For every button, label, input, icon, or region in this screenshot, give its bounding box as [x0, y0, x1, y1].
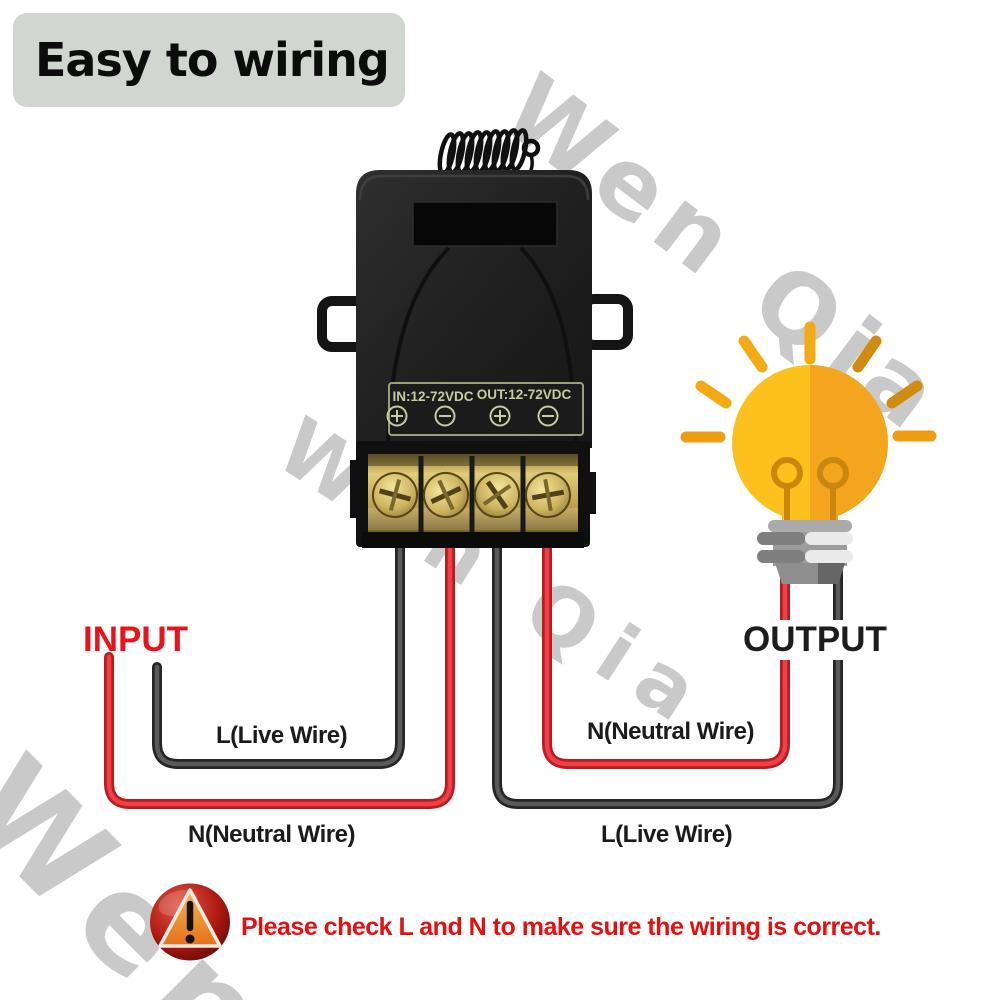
wires: [104, 535, 843, 809]
rating-plate: IN:12-72VDC OUT:12-72VDC: [386, 382, 584, 436]
title-badge: Easy to wiring: [13, 13, 405, 107]
output-label: OUTPUT: [739, 620, 891, 660]
output-neutral-wire-label: N(Neutral Wire): [587, 718, 754, 745]
output-live-wire: [492, 535, 843, 809]
output-neutral-wire: [542, 535, 790, 769]
relay-module: IN:12-72VDC OUT:12-72VDC: [317, 128, 633, 547]
terminal-polarity-icons: [386, 405, 559, 427]
input-rating-text: IN:12-72VDC: [392, 389, 473, 404]
status-window: [412, 201, 558, 247]
input-label: INPUT: [83, 620, 188, 659]
bulb-filament: [771, 457, 849, 522]
output-rating-text: OUT:12-72VDC: [477, 387, 572, 402]
output-live-wire-label: L(Live Wire): [601, 821, 733, 848]
bulb-base: [757, 520, 853, 584]
input-live-wire: [152, 535, 405, 769]
warning-text: Please check L and N to make sure the wi…: [241, 913, 881, 941]
terminal-block-bottom: [362, 532, 584, 548]
warning-icon: [150, 883, 230, 961]
light-rays: [680, 321, 937, 443]
page-title: Easy to wiring: [35, 33, 390, 87]
terminal-block: [350, 441, 596, 547]
input-neutral-wire-label: N(Neutral Wire): [188, 821, 355, 848]
terminal-screws: [372, 472, 571, 518]
input-neutral-wire: [104, 535, 455, 809]
input-live-wire-label: L(Live Wire): [216, 722, 348, 749]
light-bulb-icon: [680, 321, 937, 584]
